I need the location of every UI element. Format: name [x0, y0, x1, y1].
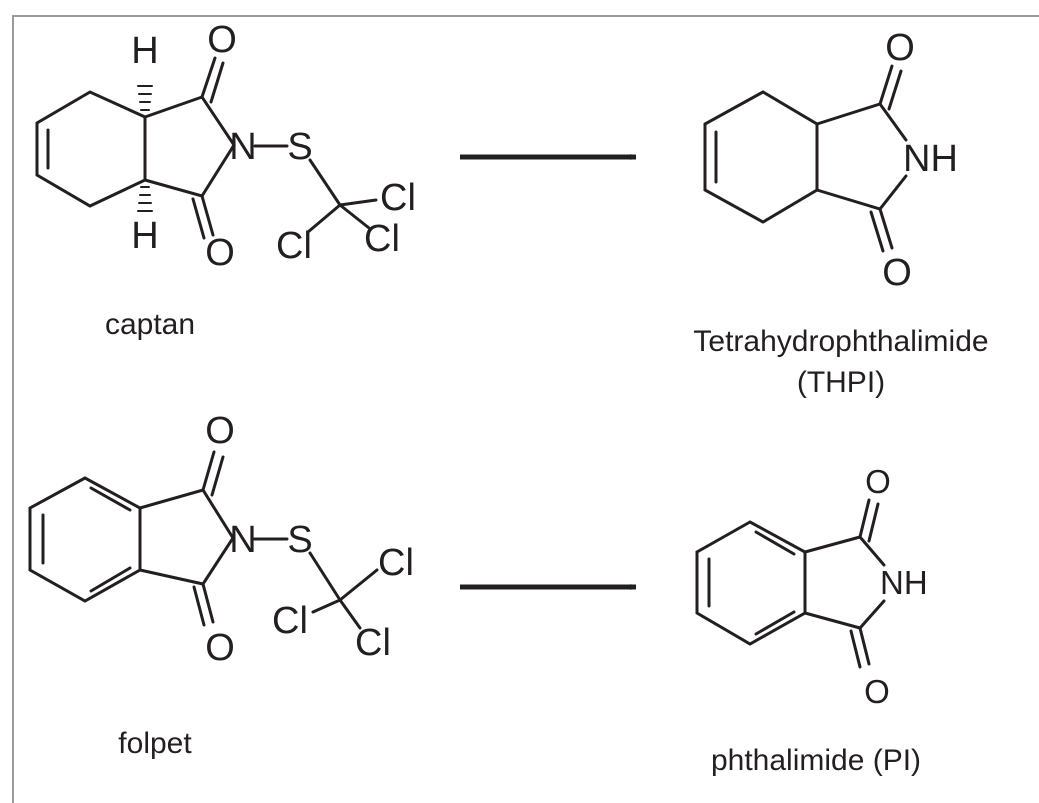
captan-atom-h-bottom: H	[131, 215, 158, 257]
captan-label: captan	[105, 308, 195, 341]
captan-atom-o-bottom: O	[205, 232, 235, 274]
phthalimide-atom-o-bottom: O	[864, 673, 890, 710]
folpet-atom-o-top: O	[205, 410, 235, 452]
captan-atom-cl-lower: Cl	[364, 218, 400, 260]
captan-atom-n: N	[229, 126, 256, 168]
captan-stereo-hash-top	[137, 85, 153, 111]
figure-frame	[12, 15, 1039, 803]
phthalimide-atom-nh: NH	[880, 564, 928, 601]
captan-atom-cl-left: Cl	[276, 225, 312, 267]
thpi-atom-o-bottom: O	[882, 252, 912, 294]
captan-atom-cl-right: Cl	[380, 177, 416, 219]
folpet-atom-cl-right: Cl	[378, 542, 414, 584]
thpi-atom-o-top: O	[885, 27, 915, 69]
folpet-atom-cl-bottom: Cl	[355, 622, 391, 664]
captan-atom-h-top: H	[131, 30, 158, 72]
folpet-atom-cl-left: Cl	[272, 600, 308, 642]
phthalimide-atom-o-top: O	[865, 463, 891, 500]
captan-atom-o-top: O	[207, 19, 237, 61]
thpi-label-abbrev: (THPI)	[797, 366, 885, 399]
thpi-atom-nh: NH	[903, 138, 958, 180]
phthalimide-label: phthalimide (PI)	[711, 744, 921, 777]
folpet-atom-s: S	[287, 519, 312, 561]
captan-atom-s: S	[287, 126, 312, 168]
captan-stereo-hash-bottom	[137, 186, 153, 212]
folpet-atom-n: N	[229, 519, 256, 561]
captan-structure: H H O O N S Cl Cl Cl	[35, 19, 416, 274]
thpi-structure: O O NH	[703, 27, 958, 294]
thpi-label-name: Tetrahydrophthalimide	[693, 325, 988, 358]
folpet-atom-o-bottom: O	[205, 627, 235, 669]
folpet-structure: O O N S Cl Cl Cl	[28, 410, 414, 669]
phthalimide-structure: O O NH	[695, 463, 928, 710]
folpet-label: folpet	[118, 727, 192, 760]
